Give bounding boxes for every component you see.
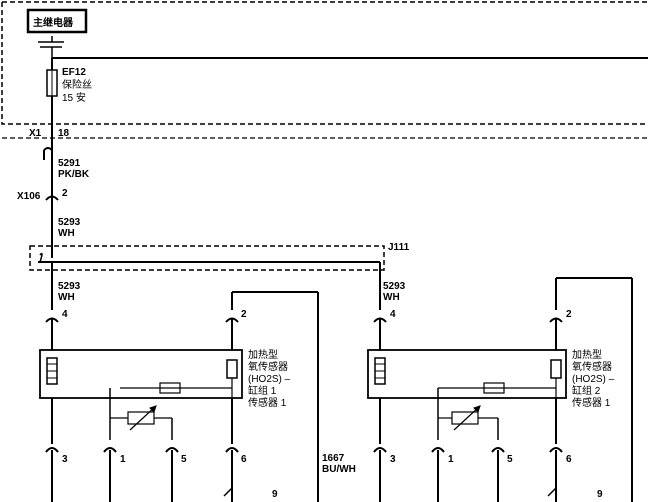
fuse-rating: 15 安 [62,91,86,104]
sensor1-pin-top-right: 2 [241,309,247,320]
sensor2-body [367,349,567,399]
x1-label: X1 [29,128,42,139]
sensor2-group [367,317,567,502]
sensor2-bottom-label: 9 [597,489,603,500]
sensor1-pin-b2: 1 [120,454,126,465]
x1-pin: 18 [58,128,70,139]
sensor1-pin-top-left: 4 [62,309,68,320]
sensor2-pin-top-right: 2 [566,309,572,320]
sensor1-line3: (HO2S) – [248,374,291,385]
fuse-id: EF12 [62,67,86,78]
x106-pin: 2 [62,188,68,199]
wire-1667-color: BU/WH [322,464,356,475]
sensor1-line1: 加热型 [248,348,278,361]
main-relay-title: 主继电器 [33,16,74,29]
sensor2-pin-top-left: 4 [390,309,396,320]
relay-symbol [38,36,64,58]
relay-block-boundary [1,1,648,125]
wire-5293-number-top: 5293 [58,217,81,228]
wire-5293-color-top: WH [58,228,75,239]
x1-connector [43,138,53,196]
sensor1-bottom-label: 9 [272,489,278,500]
sensor1-line2: 氧传感器 [248,360,288,373]
wire-5291-number: 5291 [58,158,81,169]
sensor2-line2: 氧传感器 [572,360,612,373]
sensor1-body [39,349,243,399]
sensor1-group [39,317,243,502]
j111-splice-box [29,245,385,271]
sensor2-line1: 加热型 [572,348,602,361]
sensor2-pin-b1: 3 [390,454,396,465]
sensor1-line4: 缸组 1 [248,384,277,397]
wire-5291-color: PK/BK [58,169,90,180]
sensor2-pin-b2: 1 [448,454,454,465]
sensor1-line5: 传感器 1 [248,396,287,409]
sensor2-pin-b3: 5 [507,454,513,465]
wire-5293-color-left: WH [58,292,75,303]
wire-1667-number: 1667 [322,453,345,464]
sensor1-pin-b4: 6 [241,454,247,465]
sensor2-line3: (HO2S) – [572,374,615,385]
sensor2-line5: 传感器 1 [572,396,611,409]
sensor1-pin-b1: 3 [62,454,68,465]
wire-5293-number-left: 5293 [58,281,81,292]
sensor1-pin-b3: 5 [181,454,187,465]
fuse-name: 保险丝 [62,78,92,91]
wire-5293-number-right: 5293 [383,281,406,292]
main-relay-box [26,8,88,34]
j111-label: J111 [388,242,410,253]
x106-label: X106 [17,191,41,202]
sensor2-line4: 缸组 2 [572,384,601,397]
sensor2-pin-b4: 6 [566,454,572,465]
wire-5293-color-right: WH [383,292,400,303]
